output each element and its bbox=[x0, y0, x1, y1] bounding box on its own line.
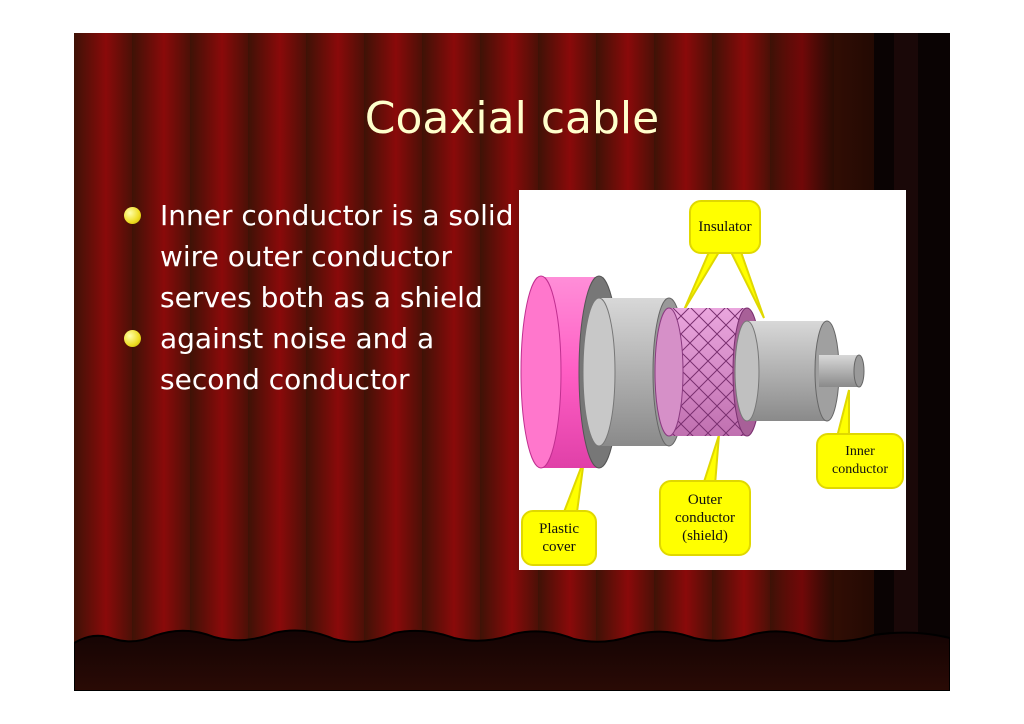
callout-outer-conductor-sublabel: (shield) bbox=[682, 528, 728, 544]
callout-insulator-label: Insulator bbox=[698, 219, 752, 235]
bullet-text: Inner conductor is a solid wire outer co… bbox=[160, 199, 514, 314]
curtain-background bbox=[74, 33, 950, 691]
bullet-item: against noise and a second conductor bbox=[122, 318, 522, 400]
slide: Coaxial cable Inner conductor is a solid… bbox=[74, 33, 950, 691]
bullet-list: Inner conductor is a solid wire outer co… bbox=[122, 195, 522, 400]
bullet-dot-icon bbox=[124, 207, 141, 224]
coaxial-cable-diagram: Insulator Inner conductor Plastic cover … bbox=[519, 190, 906, 570]
bullet-dot-icon bbox=[124, 330, 141, 347]
callout-insulator: Insulator bbox=[689, 200, 761, 254]
callout-inner-conductor-label: Inner conductor bbox=[832, 444, 888, 477]
callout-inner-conductor: Inner conductor bbox=[816, 433, 904, 489]
callout-plastic-cover-label: Plastic cover bbox=[539, 521, 579, 555]
callout-outer-conductor-label: Outer conductor bbox=[675, 492, 735, 526]
bullet-item: Inner conductor is a solid wire outer co… bbox=[122, 195, 522, 318]
coaxial-cable-illustration bbox=[520, 251, 865, 513]
callout-plastic-cover: Plastic cover bbox=[521, 510, 597, 566]
slide-title: Coaxial cable bbox=[364, 93, 660, 144]
callout-outer-conductor: Outer conductor (shield) bbox=[659, 480, 751, 556]
bullet-text: against noise and a second conductor bbox=[160, 322, 435, 396]
